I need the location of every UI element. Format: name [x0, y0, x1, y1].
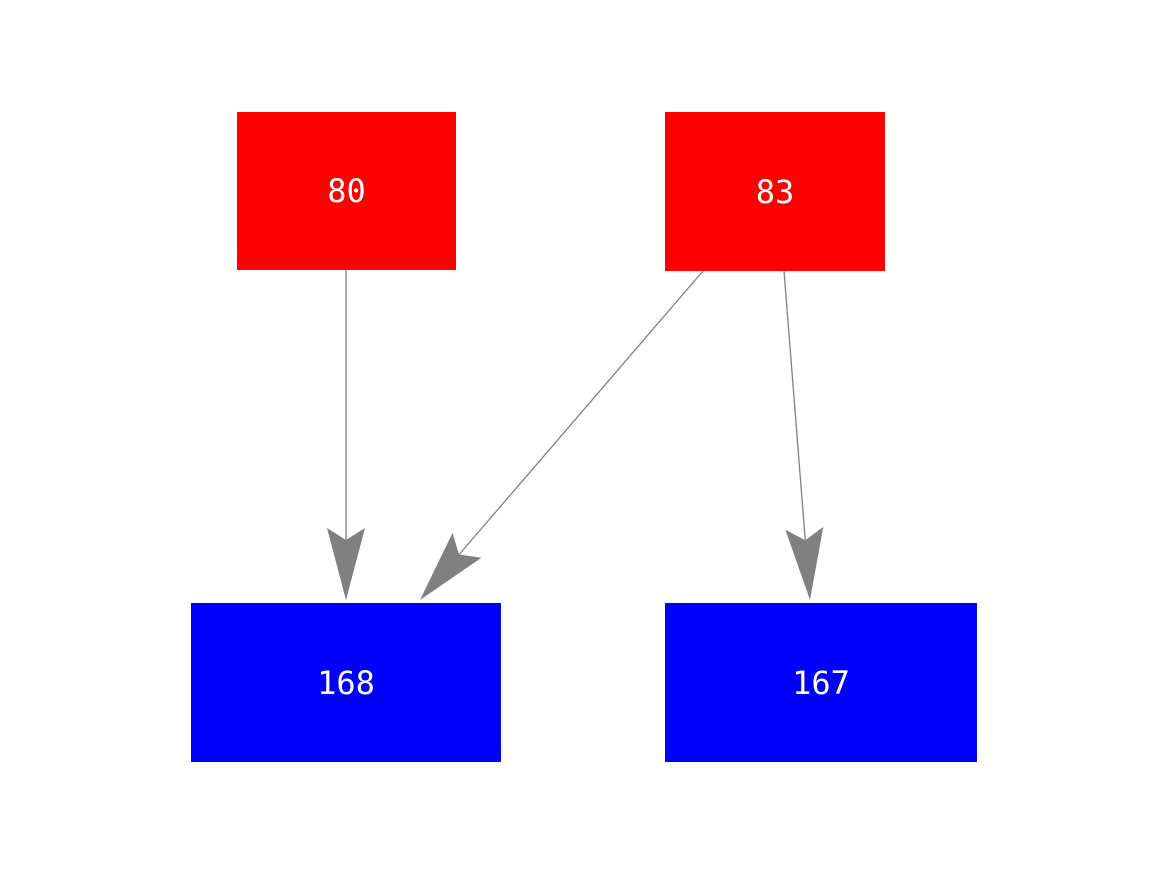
node-label: 168 — [317, 663, 375, 702]
node-label: 83 — [755, 172, 795, 211]
edge-arrowhead-icon — [327, 528, 365, 600]
graph-node-167: 167 — [665, 603, 977, 762]
graph-node-80: 80 — [237, 112, 456, 270]
node-label: 80 — [327, 172, 366, 210]
graph-node-83: 83 — [665, 112, 885, 271]
edge-83-167 — [783, 270, 806, 541]
edge-arrowhead-icon — [420, 533, 482, 600]
node-label: 167 — [792, 663, 850, 702]
edge-arrowhead-icon — [785, 526, 824, 600]
edge-83-168 — [458, 270, 704, 555]
graph-node-168: 168 — [191, 603, 501, 762]
